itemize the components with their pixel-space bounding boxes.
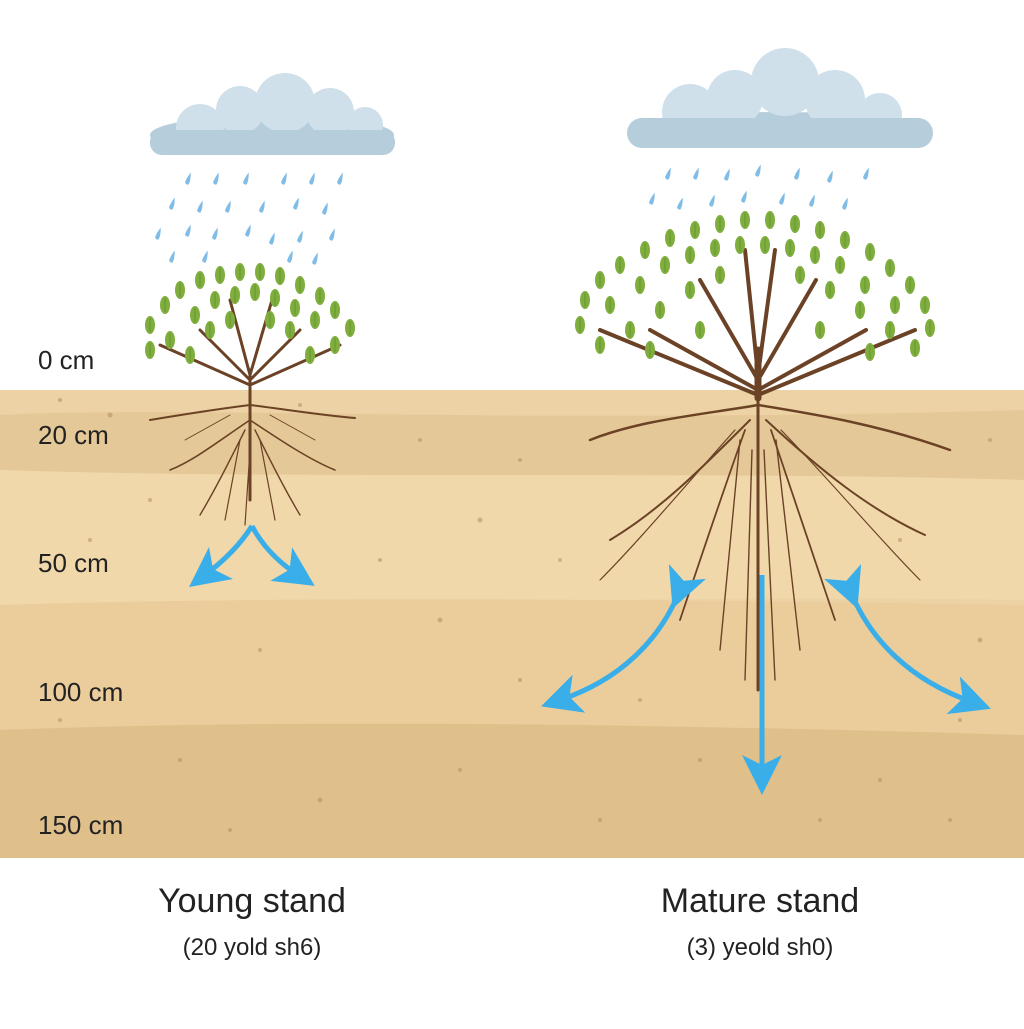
young-tree-icon xyxy=(144,262,356,397)
young-stand-title: Young stand xyxy=(158,882,346,920)
mature-stand-title: Mature stand xyxy=(660,882,860,920)
raindrops xyxy=(648,163,871,211)
depth-label-150: 150 cm xyxy=(38,810,124,840)
rain-cloud-icon xyxy=(627,48,933,148)
mature-tree-icon xyxy=(574,210,936,402)
rain-cloud-icon xyxy=(150,73,395,155)
depth-label-100: 100 cm xyxy=(38,677,124,707)
water-arrows-young xyxy=(189,524,315,588)
young-stand-subtitle: (20 yold sh6) xyxy=(182,934,322,961)
depth-label-50: 50 cm xyxy=(38,548,109,578)
raindrops xyxy=(154,171,345,266)
depth-label-0: 0 cm xyxy=(38,345,95,375)
mature-stand-subtitle: (3) yeold sh0) xyxy=(686,934,834,961)
depth-label-20: 20 cm xyxy=(38,420,109,450)
water-arrows-mature xyxy=(541,563,991,795)
mature-stand xyxy=(541,48,991,795)
young-roots-icon xyxy=(149,390,356,526)
young-stand xyxy=(144,73,395,588)
